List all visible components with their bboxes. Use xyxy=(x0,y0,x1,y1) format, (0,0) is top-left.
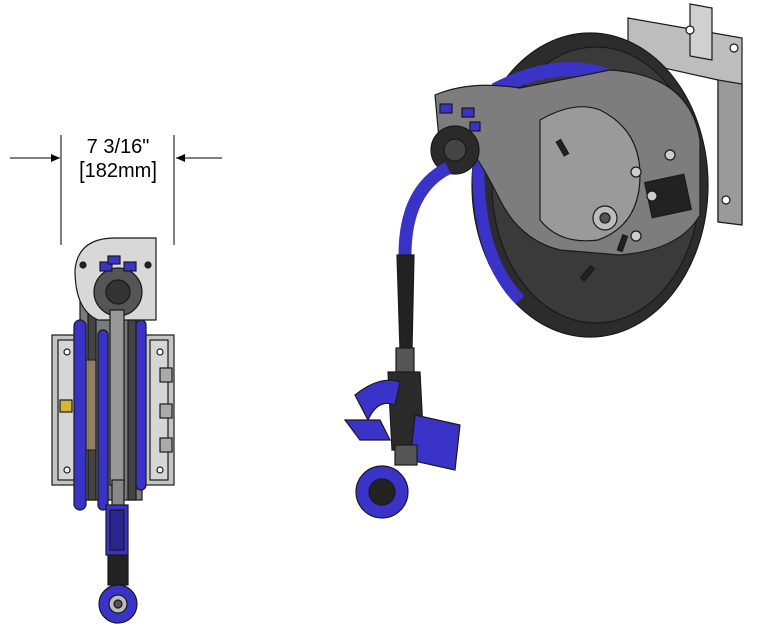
isometric-view-hose-reel xyxy=(343,3,743,519)
dimension-lines xyxy=(10,135,222,245)
bracket-open: [ xyxy=(79,158,85,184)
front-view-hose-reel xyxy=(51,237,175,624)
width-dimension-metric: [182mm] xyxy=(60,158,176,184)
metric-value: 182mm xyxy=(84,160,152,182)
width-dimension-imperial: 7 3/16" xyxy=(86,136,150,158)
bracket-close: ] xyxy=(151,158,157,184)
